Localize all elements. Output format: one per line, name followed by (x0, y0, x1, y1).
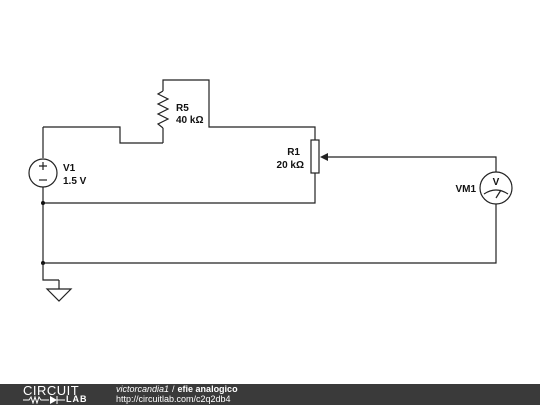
wiper-arrow-icon (320, 153, 328, 161)
v1-value-label: 1.5 V (63, 176, 87, 187)
wire-top-left (43, 126, 163, 144)
r5-name-label: R5 (176, 103, 189, 114)
resistor-diode-logo-icon (23, 395, 65, 404)
r1-value-label: 20 kΩ (277, 160, 304, 171)
ground-icon (45, 288, 73, 302)
vm1-name-label: VM1 (455, 184, 476, 195)
brand-top-text: CIRCUIT (23, 383, 80, 398)
v1-name-label: V1 (63, 163, 76, 174)
r5-value-label: 40 kΩ (176, 115, 203, 126)
meter-scale-icon (483, 189, 509, 195)
resistor-r1 (310, 139, 320, 174)
circuitlab-logo[interactable]: CIRCUIT LAB (20, 383, 100, 405)
breadcrumb-separator: / (172, 384, 175, 394)
resistor-r5 (156, 90, 170, 129)
r1-name-label: R1 (287, 147, 300, 158)
brand-bottom-text: LAB (66, 394, 88, 404)
footer-bar: CIRCUIT LAB victorcandia1/efie analogico… (0, 383, 540, 405)
wire-r5-upper (162, 79, 316, 140)
project-meta: victorcandia1/efie analogico http://circ… (116, 384, 238, 404)
wire-wiper (327, 156, 497, 172)
junction-node (41, 201, 45, 205)
author-link[interactable]: victorcandia1 (116, 384, 170, 394)
project-title[interactable]: efie analogico (177, 384, 238, 394)
meter-needle-icon (495, 189, 502, 199)
wire-vm1-bottom (43, 204, 497, 264)
voltmeter-symbol: V (493, 177, 500, 188)
project-url[interactable]: http://circuitlab.com/c2q2db4 (116, 394, 231, 404)
plus-sign-icon (39, 162, 47, 170)
wire-r1-bottom (43, 173, 316, 204)
circuit-schematic: V R5 40 kΩ R1 20 kΩ V1 1.5 V VM1 (28, 79, 513, 302)
wire-ground (42, 263, 59, 281)
